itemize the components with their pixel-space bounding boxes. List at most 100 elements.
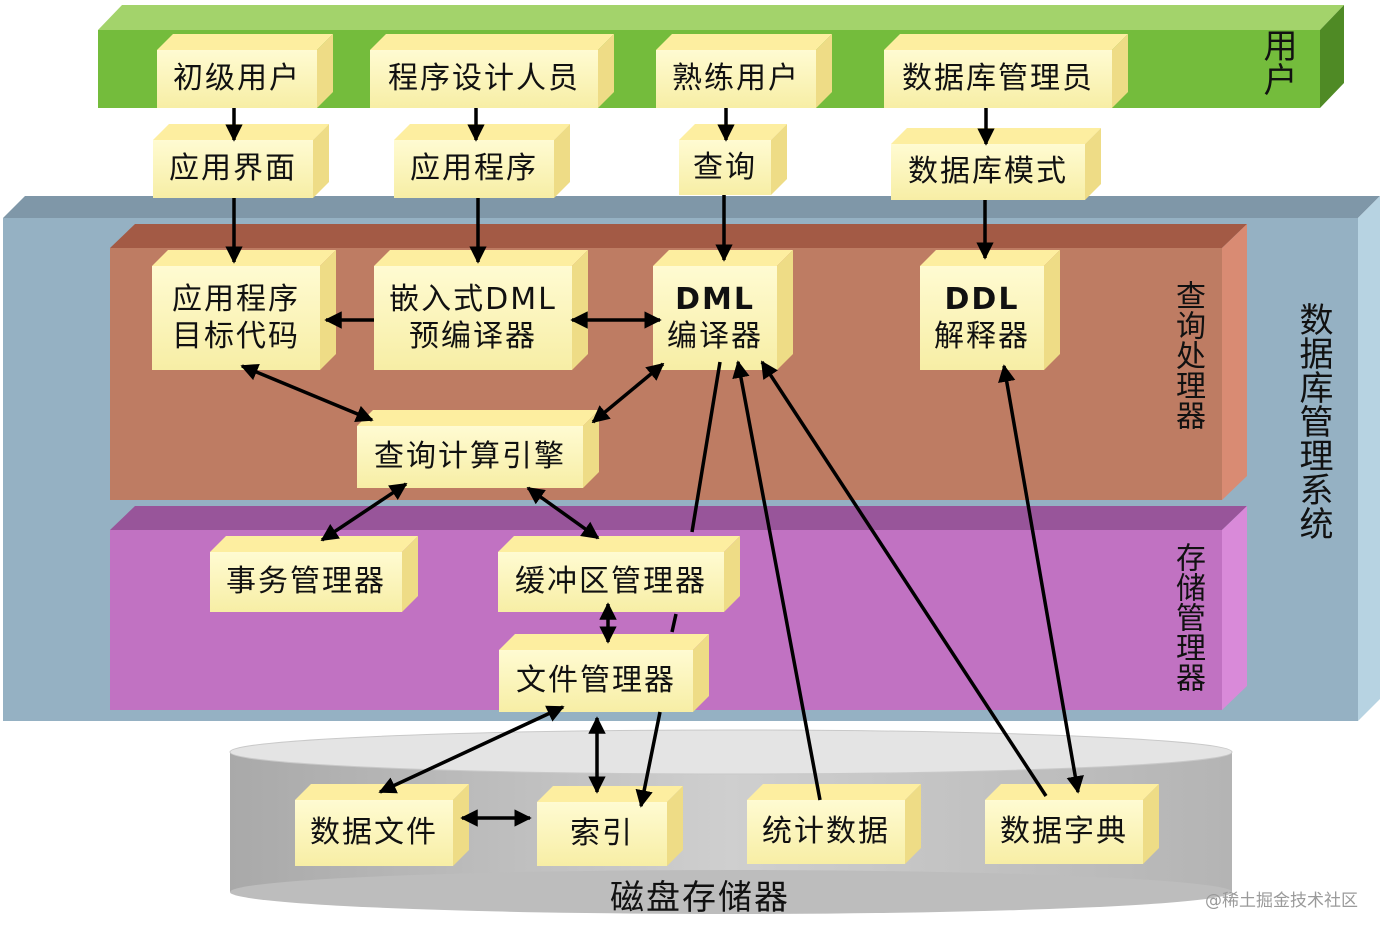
box-side-face xyxy=(667,786,683,866)
arrows xyxy=(225,108,1084,827)
box-front-face xyxy=(747,800,905,864)
watermark: @稀土掘金技术社区 xyxy=(1205,891,1358,911)
arrow-ddl-dictionary xyxy=(998,364,1084,794)
box-object-code-shape xyxy=(152,250,336,370)
box-top-face xyxy=(985,784,1159,800)
box-side-face xyxy=(554,124,570,198)
box-side-face xyxy=(693,634,709,712)
dml-compiler-label-1: DML xyxy=(675,281,755,317)
ddl-interpreter-label-1: DDL xyxy=(944,281,1020,317)
box-programmer-shape xyxy=(370,34,614,108)
box-side-face xyxy=(771,124,787,195)
arrow-query-engine-dml-compiler xyxy=(591,362,665,424)
object-code-label-1: 应用程序 xyxy=(172,281,300,317)
box-top-face xyxy=(394,124,570,140)
box-query-engine-shape xyxy=(357,410,599,488)
buffer-manager-label: 缓冲区管理器 xyxy=(515,564,707,600)
box-front-face xyxy=(374,266,572,370)
box-front-face xyxy=(679,140,771,195)
arrow-query-engine-buffer xyxy=(526,486,600,540)
box-layer xyxy=(152,34,1159,866)
box-front-face xyxy=(295,800,453,866)
arrow-statistics-to-dml xyxy=(732,360,822,801)
box-db-schema: 数据库模式 xyxy=(891,144,1085,200)
box-side-face xyxy=(317,34,333,108)
box-top-face xyxy=(357,410,599,426)
embedded-dml-label-1: 嵌入式DML xyxy=(389,281,557,317)
data-dictionary-label: 数据字典 xyxy=(1000,814,1128,850)
box-top-face xyxy=(920,250,1060,266)
index-label: 索引 xyxy=(570,816,634,852)
box-front-face xyxy=(357,426,583,488)
box-query-engine: 查询计算引擎 xyxy=(357,426,583,488)
box-file-manager: 文件管理器 xyxy=(499,650,693,712)
box-top-face xyxy=(884,34,1128,50)
box-embedded-dml-shape xyxy=(374,250,588,370)
box-query: 查询 xyxy=(679,140,771,195)
object-code-label-2: 目标代码 xyxy=(172,319,300,354)
box-side-face xyxy=(583,410,599,488)
programmer-label: 程序设计人员 xyxy=(388,61,580,97)
box-front-face xyxy=(537,802,667,866)
box-front-face xyxy=(153,140,313,198)
box-top-face xyxy=(374,250,588,266)
box-side-face xyxy=(313,124,329,198)
box-side-face xyxy=(572,250,588,370)
box-side-face xyxy=(1143,784,1159,864)
box-top-face xyxy=(499,634,709,650)
box-dba: 数据库管理员 xyxy=(884,50,1112,108)
box-index: 索引 xyxy=(537,802,667,866)
app-program-label: 应用程序 xyxy=(410,151,538,187)
box-front-face xyxy=(370,50,598,108)
transaction-manager-label: 事务管理器 xyxy=(226,564,386,600)
query-label: 查询 xyxy=(693,149,757,185)
box-side-face xyxy=(320,250,336,370)
box-front-face xyxy=(653,266,777,370)
box-side-face xyxy=(402,536,418,612)
box-db-schema-shape xyxy=(891,128,1101,200)
box-side-face xyxy=(1112,34,1128,108)
dml-compiler-label-2: 编译器 xyxy=(667,319,763,354)
box-novice-user: 初级用户 xyxy=(157,50,317,108)
query-processor-label: 查询处理器 xyxy=(1170,280,1205,430)
box-app-ui: 应用界面 xyxy=(153,140,313,198)
box-side-face xyxy=(777,250,793,370)
embedded-dml-label-2: 预编译器 xyxy=(409,319,537,354)
box-side-face xyxy=(598,34,614,108)
box-skilled-user-shape xyxy=(656,34,832,108)
novice-user-label: 初级用户 xyxy=(173,61,301,97)
box-app-program: 应用程序 xyxy=(394,140,554,198)
box-app-ui-shape xyxy=(153,124,329,198)
box-data-dictionary: 数据字典 xyxy=(985,800,1143,864)
box-front-face xyxy=(985,800,1143,864)
data-files-label: 数据文件 xyxy=(310,815,438,851)
dbms-region-label: 数据库管理系统 xyxy=(1293,302,1333,540)
storage-manager-label: 存储管理器 xyxy=(1170,542,1205,692)
box-top-face xyxy=(152,250,336,266)
box-front-face xyxy=(394,140,554,198)
box-object-code: 应用程序 目标代码 xyxy=(152,266,320,370)
box-statistics: 统计数据 xyxy=(747,800,905,864)
arrow-dml-to-index-bottom xyxy=(635,711,662,808)
db-schema-label: 数据库模式 xyxy=(908,154,1068,190)
box-front-face xyxy=(210,552,402,612)
box-top-face xyxy=(679,124,787,140)
box-top-face xyxy=(153,124,329,140)
box-side-face xyxy=(1044,250,1060,370)
box-top-face xyxy=(656,34,832,50)
box-dml-compiler-shape xyxy=(653,250,793,370)
arrow-object-code-query-engine xyxy=(240,363,374,423)
box-file-manager-shape xyxy=(499,634,709,712)
box-front-face xyxy=(152,266,320,370)
box-ddl-interpreter: DDL 解释器 xyxy=(920,266,1044,370)
box-skilled-user: 熟练用户 xyxy=(656,50,816,108)
box-buffer-manager-shape xyxy=(498,536,740,612)
box-novice-user-shape xyxy=(157,34,333,108)
box-side-face xyxy=(905,784,921,864)
box-programmer: 程序设计人员 xyxy=(370,50,598,108)
disk-label: 磁盘存储器 xyxy=(610,878,790,918)
arrow-dml-to-index-lower xyxy=(670,613,678,633)
box-side-face xyxy=(1085,128,1101,200)
file-manager-label: 文件管理器 xyxy=(516,663,676,699)
